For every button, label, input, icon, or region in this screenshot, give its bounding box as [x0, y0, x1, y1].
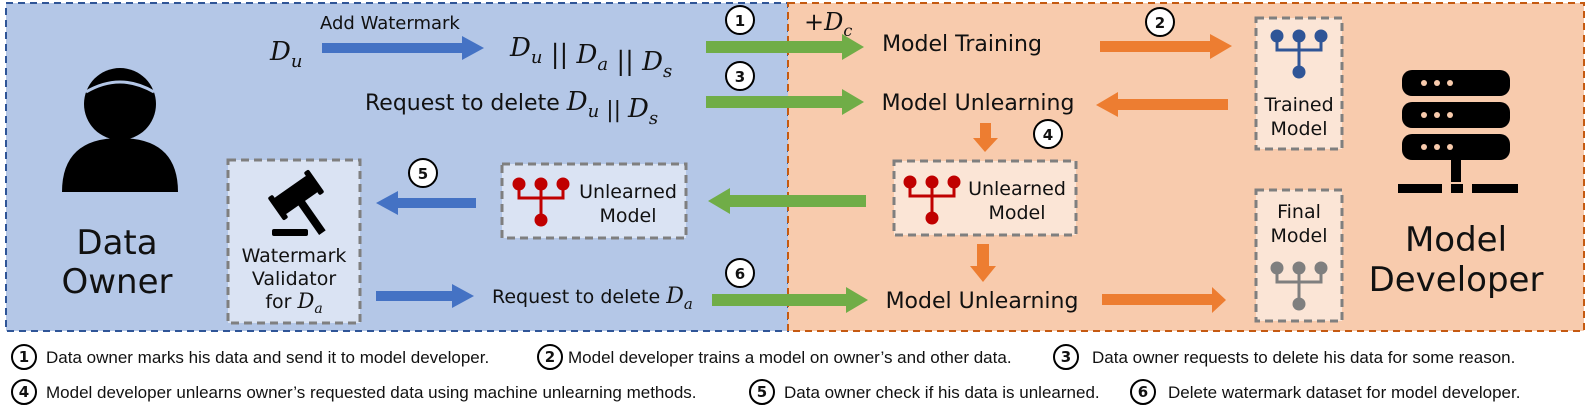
watermarked-dataset-expression: Du || Da || Ds — [509, 33, 672, 82]
legend: 1 Data owner marks his data and send it … — [11, 344, 1520, 405]
svg-text:1: 1 — [19, 348, 29, 366]
developer-unlearned-model-box — [892, 159, 1078, 237]
svg-text:Model developer unlearns owner: Model developer unlearns owner’s request… — [46, 383, 697, 402]
person-icon — [62, 68, 178, 192]
step-2-marker: 2 — [1145, 7, 1175, 37]
legend-item-3: 3 Data owner requests to delete his data… — [1053, 344, 1515, 370]
legend-item-5: 5 Data owner check if his data is unlear… — [749, 379, 1100, 405]
orange-arrow-trained-to-unlearning — [1096, 92, 1228, 117]
plus-dc-label: +Dc — [804, 8, 852, 40]
data-owner-title-line2: Owner — [61, 262, 172, 302]
svg-text:6: 6 — [735, 265, 745, 283]
green-arrow-return-unlearned — [708, 188, 866, 214]
trained-label-line2: Model — [1270, 118, 1327, 140]
owner-unlearned-model-box — [500, 162, 688, 240]
validator-label-line2: Validator — [252, 268, 337, 290]
orange-arrow-down-2 — [970, 244, 996, 282]
final-label-line1: Final — [1277, 201, 1321, 223]
blue-arrow-validator-to-request — [376, 284, 474, 308]
step-1-marker: 1 — [725, 5, 755, 35]
green-arrow-step-6 — [712, 287, 868, 313]
svg-text:4: 4 — [19, 383, 29, 401]
svg-text:2: 2 — [545, 348, 555, 366]
green-arrow-step-3 — [706, 89, 864, 115]
model-developer-title-line2: Developer — [1369, 260, 1544, 300]
blue-arrow-to-validator — [376, 191, 476, 215]
legend-item-2: 2 Model developer trains a model on owne… — [537, 344, 1012, 370]
svg-text:5: 5 — [418, 165, 428, 183]
add-watermark-label: Add Watermark — [320, 13, 460, 34]
data-owner-title-line1: Data — [76, 223, 157, 263]
developer-unlearned-label-line1: Unlearned — [968, 178, 1066, 200]
legend-item-4: 4 Model developer unlearns owner’s reque… — [11, 379, 697, 405]
model-training-label: Model Training — [882, 32, 1042, 57]
svg-text:3: 3 — [1061, 348, 1071, 366]
model-developer-title-line1: Model — [1405, 220, 1507, 260]
final-label-line2: Model — [1270, 225, 1327, 247]
trained-label-line1: Trained — [1263, 94, 1333, 116]
gavel-icon — [268, 169, 326, 236]
owner-unlearned-label-line2: Model — [599, 205, 656, 227]
legend-item-6: 6 Delete watermark dataset for model dev… — [1130, 379, 1520, 405]
svg-text:3: 3 — [735, 68, 745, 86]
validator-label-line1: Watermark — [242, 245, 347, 267]
svg-text:Data owner marks his data and: Data owner marks his data and send it to… — [46, 348, 489, 367]
step-4-marker: 4 — [1033, 119, 1063, 149]
orange-arrow-step-2 — [1100, 34, 1232, 59]
orange-arrow-to-final — [1102, 287, 1226, 313]
owner-unlearned-label-line1: Unlearned — [579, 181, 677, 203]
svg-text:Data owner check if his data i: Data owner check if his data is unlearne… — [784, 383, 1100, 402]
orange-arrow-down-1 — [973, 123, 998, 152]
request-delete-da-label: Request to delete Da — [492, 284, 693, 313]
validator-label-line3: for Da — [265, 289, 322, 317]
step-6-marker: 6 — [725, 258, 755, 288]
svg-text:Data owner requests to delete: Data owner requests to delete his data f… — [1092, 348, 1515, 367]
svg-text:6: 6 — [1138, 383, 1148, 401]
step-5-marker: 5 — [408, 158, 438, 188]
du-label: Du — [269, 37, 302, 72]
svg-text:2: 2 — [1155, 14, 1165, 32]
svg-text:4: 4 — [1043, 126, 1053, 144]
model-unlearning-label-1: Model Unlearning — [882, 91, 1075, 116]
green-arrow-step-1 — [706, 34, 864, 60]
developer-unlearned-label-line2: Model — [988, 202, 1045, 224]
svg-text:1: 1 — [735, 12, 745, 30]
server-icon — [1398, 70, 1518, 193]
request-delete-du-ds-label: Request to delete Du || Ds — [365, 87, 658, 129]
model-unlearning-label-2: Model Unlearning — [886, 289, 1079, 314]
legend-item-1: 1 Data owner marks his data and send it … — [11, 344, 489, 370]
svg-text:Model developer trains a model: Model developer trains a model on owner’… — [568, 348, 1012, 367]
svg-text:Delete watermark dataset for m: Delete watermark dataset for model devel… — [1168, 383, 1520, 402]
svg-text:5: 5 — [757, 383, 767, 401]
step-3-marker: 3 — [725, 61, 755, 91]
blue-arrow-add-watermark — [322, 36, 484, 60]
